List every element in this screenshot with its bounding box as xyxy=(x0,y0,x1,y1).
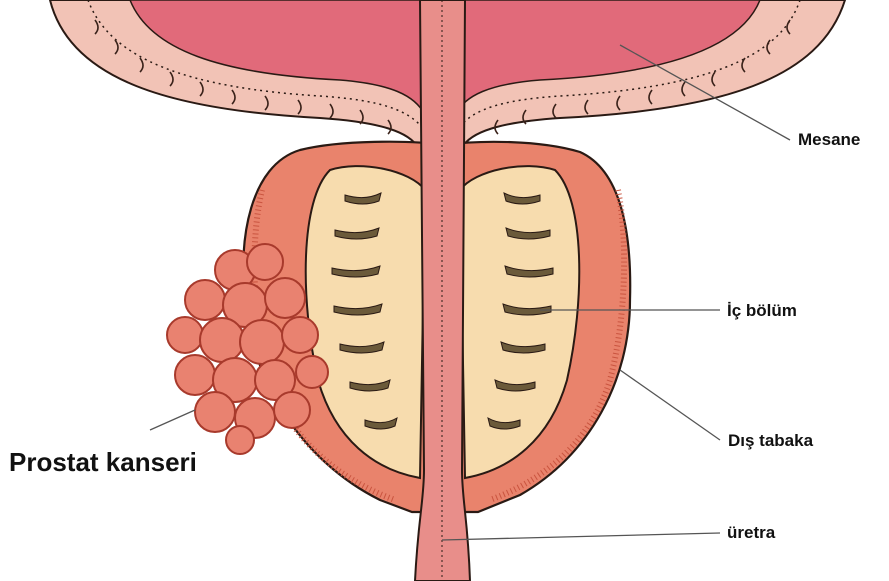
label-inner-zone: İç bölüm xyxy=(727,302,797,319)
label-outer-layer: Dış tabaka xyxy=(728,432,813,449)
label-prostate-cancer: Prostat kanseri xyxy=(9,449,197,475)
label-bladder: Mesane xyxy=(798,131,860,148)
label-urethra: üretra xyxy=(727,524,775,541)
